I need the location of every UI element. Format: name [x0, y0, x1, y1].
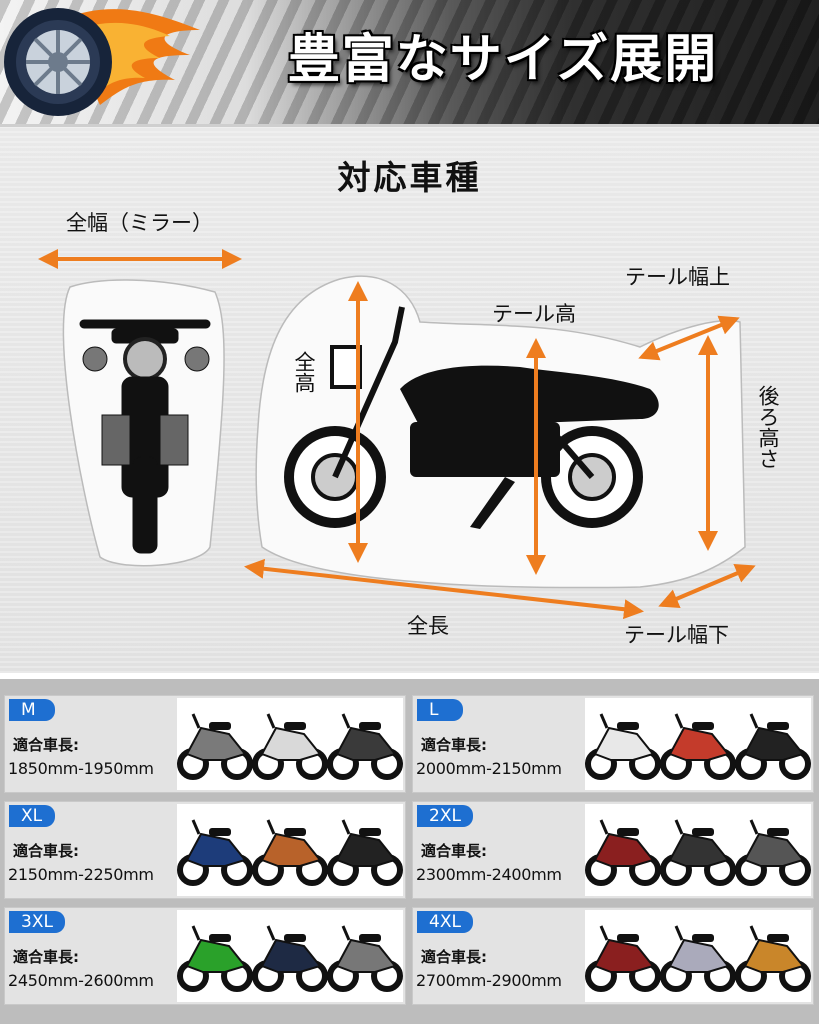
size-card: XL 適合車長: 2150mm-2250mm	[4, 801, 406, 899]
motorcycle-icon	[327, 925, 403, 992]
size-card: 3XL 適合車長: 2450mm-2600mm	[4, 907, 406, 1005]
label-rear-height: 後ろ高さ	[756, 385, 780, 469]
size-badge: 2XL	[417, 805, 473, 827]
dimension-diagram: 対応車種 全幅（ミラー） テール幅上 テール高 全高 後ろ高さ 全長 テール幅下	[0, 124, 819, 673]
motorcycle-icon	[252, 819, 328, 886]
label-tail-width-bottom: テール幅下	[624, 623, 729, 647]
fit-length-range: 1850mm-1950mm	[8, 759, 154, 778]
arrow-tail-width-top	[638, 315, 740, 361]
scooter-icon	[585, 713, 811, 780]
motorcycle-icon	[585, 819, 661, 886]
size-badge: M	[9, 699, 55, 721]
motorcycle-icon	[252, 925, 328, 992]
fit-length-range: 2700mm-2900mm	[416, 971, 562, 990]
vehicle-photos	[585, 910, 811, 1002]
vehicle-photos	[585, 804, 811, 896]
motorcycle-icon	[177, 925, 253, 992]
diagram-graphics	[38, 249, 756, 620]
front-motorcycle-icon	[79, 319, 211, 554]
fit-length-label: 適合車長:	[421, 736, 487, 754]
fit-length-range: 2450mm-2600mm	[8, 971, 154, 990]
tire-flame-icon	[4, 8, 200, 116]
touring-motorcycle-icon	[585, 925, 661, 992]
label-full-length: 全長	[407, 614, 449, 638]
fit-length-range: 2150mm-2250mm	[8, 865, 154, 884]
scooter-icon	[735, 713, 811, 780]
label-tail-height: テール高	[492, 302, 576, 326]
fit-length-label: 適合車長:	[421, 948, 487, 966]
vehicle-photos	[177, 910, 403, 1002]
touring-motorcycle-icon	[585, 925, 811, 992]
vehicle-photos	[585, 698, 811, 790]
size-badge: XL	[9, 805, 55, 827]
motorcycle-icon	[177, 925, 403, 992]
size-badge: 4XL	[417, 911, 473, 933]
motorcycle-icon	[327, 819, 403, 886]
vehicle-photos	[177, 698, 403, 790]
size-card: 4XL 適合車長: 2700mm-2900mm	[412, 907, 814, 1005]
fit-length-range: 2000mm-2150mm	[416, 759, 562, 778]
touring-motorcycle-icon	[660, 925, 736, 992]
scooter-icon	[660, 713, 736, 780]
size-badge: 3XL	[9, 911, 65, 933]
touring-motorcycle-icon	[735, 925, 811, 992]
motorcycle-icon	[177, 819, 253, 886]
vehicle-photos	[177, 804, 403, 896]
fit-length-label: 適合車長:	[421, 842, 487, 860]
fit-length-label: 適合車長:	[13, 948, 79, 966]
scooter-icon	[177, 713, 253, 780]
diagram-heading: 対応車種	[337, 158, 482, 197]
scooter-icon	[327, 713, 403, 780]
size-badge: L	[417, 699, 463, 721]
scooter-icon	[252, 713, 328, 780]
fit-length-label: 適合車長:	[13, 736, 79, 754]
motorcycle-icon	[177, 819, 403, 886]
arrow-tail-width-bottom	[658, 564, 756, 608]
motorcycle-icon	[585, 819, 811, 886]
fit-length-range: 2300mm-2400mm	[416, 865, 562, 884]
arrow-full-length	[244, 558, 644, 620]
page-title: 豊富なサイズ展開	[287, 30, 719, 90]
label-full-width-mirror: 全幅（ミラー）	[66, 211, 213, 235]
size-card: L 適合車長: 2000mm-2150mm	[412, 695, 814, 793]
size-card: 2XL 適合車長: 2300mm-2400mm	[412, 801, 814, 899]
scooter-icon	[177, 713, 403, 780]
motorcycle-icon	[660, 819, 736, 886]
size-card: M 適合車長: 1850mm-1950mm	[4, 695, 406, 793]
scooter-icon	[585, 713, 661, 780]
motorcycle-icon	[735, 819, 811, 886]
label-full-height: 全高	[292, 351, 316, 393]
label-tail-width-top: テール幅上	[625, 265, 730, 289]
header-banner: 豊富なサイズ展開	[0, 0, 819, 124]
fit-length-label: 適合車長:	[13, 842, 79, 860]
